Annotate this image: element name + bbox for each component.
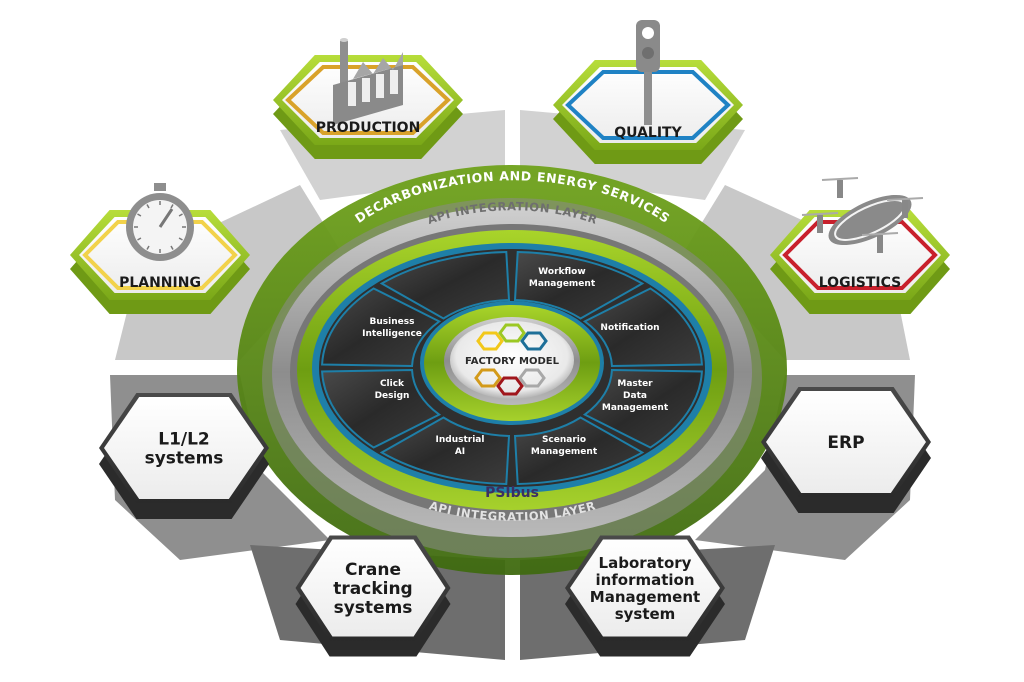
tile-label: PLANNING bbox=[119, 275, 201, 291]
tile-face bbox=[766, 391, 926, 493]
segment-label: AI bbox=[455, 447, 465, 457]
segment-label: Scenario bbox=[542, 435, 586, 445]
tile-logistics[interactable]: LOGISTICS bbox=[770, 177, 950, 314]
tile-label: information bbox=[595, 571, 694, 589]
tile-border bbox=[565, 70, 731, 140]
tile-label: Management bbox=[590, 588, 700, 606]
tile-face bbox=[104, 397, 264, 499]
segment-label: Workflow bbox=[538, 267, 585, 277]
segment-shape bbox=[582, 369, 703, 449]
tile-border bbox=[285, 65, 451, 135]
tile-label: system bbox=[615, 605, 676, 623]
segment-label: Management bbox=[531, 447, 598, 457]
segment-shape bbox=[321, 287, 442, 367]
tile-planning[interactable]: PLANNING bbox=[70, 183, 250, 314]
tile-label: PRODUCTION bbox=[316, 120, 421, 136]
segment-label: Industrial bbox=[436, 435, 485, 445]
drone-icon bbox=[801, 177, 924, 253]
tile-border bbox=[82, 220, 238, 290]
tile-label: LOGISTICS bbox=[819, 275, 901, 291]
service-segments: Authorization& AuthenticationWorkflowMan… bbox=[321, 251, 703, 485]
tile-label: L1/L2 bbox=[158, 429, 210, 449]
segment-label: Data bbox=[623, 391, 647, 401]
psibus-label: PSIbus bbox=[485, 485, 539, 501]
tile-label: QUALITY bbox=[614, 125, 682, 141]
segment-label: Management bbox=[602, 403, 669, 413]
tile-face bbox=[779, 217, 941, 293]
factory-model-label: FACTORY MODEL bbox=[465, 356, 560, 367]
factory-model-hub: FACTORY MODEL bbox=[420, 301, 604, 425]
tile-label: Laboratory bbox=[599, 554, 692, 572]
tile-label: tracking bbox=[333, 579, 412, 599]
segment-label: Notification bbox=[600, 323, 659, 333]
tile-quality[interactable]: QUALITY bbox=[553, 20, 743, 164]
tile-face bbox=[300, 539, 446, 637]
tile-face bbox=[570, 539, 720, 637]
segment-shape bbox=[513, 416, 645, 485]
factory-icon bbox=[333, 38, 403, 125]
segment-label: Business bbox=[370, 317, 415, 327]
segment-notification: Notification bbox=[582, 323, 703, 449]
tile-label: systems bbox=[145, 448, 224, 468]
tile-label: Crane bbox=[345, 560, 401, 580]
system-tiles: L1/L2systemsERPCranetrackingsystemsLabor… bbox=[99, 387, 931, 657]
module-tiles: PRODUCTION QUALITY PLANNING LOGISTICS bbox=[70, 20, 950, 314]
tile-label: ERP bbox=[827, 433, 864, 453]
tile-erp[interactable]: ERP bbox=[761, 387, 931, 513]
segment-shape bbox=[513, 251, 645, 320]
segment-label: Click bbox=[380, 379, 405, 389]
hexagon-logo-bottom bbox=[474, 368, 546, 396]
segment-shape bbox=[379, 416, 511, 485]
segment-shape bbox=[321, 369, 442, 449]
segment-label: Intelligence bbox=[362, 329, 422, 339]
tile-label: systems bbox=[334, 598, 413, 618]
tile-production[interactable]: PRODUCTION bbox=[273, 38, 463, 159]
hexagon-logo-top bbox=[476, 323, 548, 351]
segment-label: Design bbox=[375, 391, 410, 401]
segment-shape bbox=[582, 287, 703, 367]
stopwatch-icon bbox=[126, 183, 194, 261]
segment-label: Management bbox=[529, 279, 596, 289]
traffic-light-icon bbox=[636, 20, 660, 125]
segment-label: Master bbox=[617, 379, 653, 389]
segment-shape bbox=[379, 251, 511, 320]
